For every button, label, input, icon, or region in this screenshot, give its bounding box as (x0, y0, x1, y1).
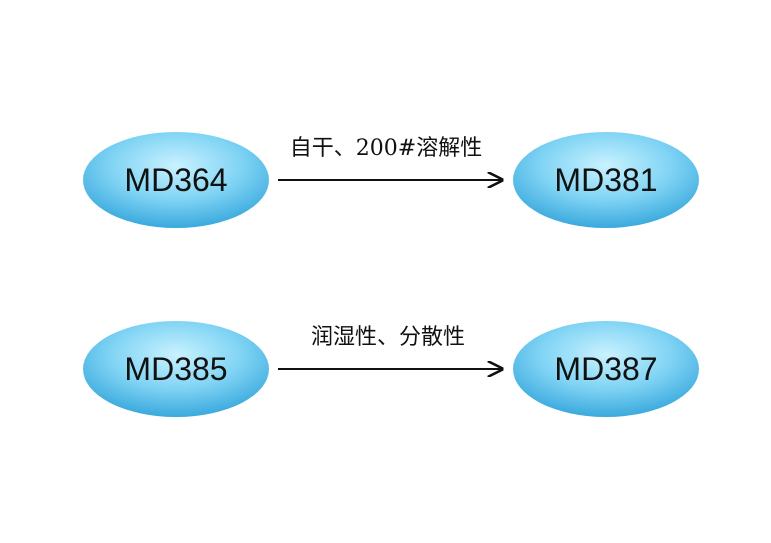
node-md381-label: MD381 (554, 162, 657, 198)
node-md387-label: MD387 (554, 351, 657, 387)
edge-md385-md387: 润湿性、分散性 (278, 325, 502, 369)
node-md385: MD385 (83, 321, 269, 417)
node-md364: MD364 (83, 132, 269, 228)
edge-label-solubility: 自干、200#溶解性 (290, 136, 482, 161)
node-md381: MD381 (513, 132, 699, 228)
edge-md364-md381: 自干、200#溶解性 (278, 136, 502, 180)
node-md387: MD387 (513, 321, 699, 417)
node-md385-label: MD385 (124, 351, 227, 387)
node-md364-label: MD364 (124, 162, 227, 198)
edge-label-wetting: 润湿性、分散性 (311, 325, 465, 350)
